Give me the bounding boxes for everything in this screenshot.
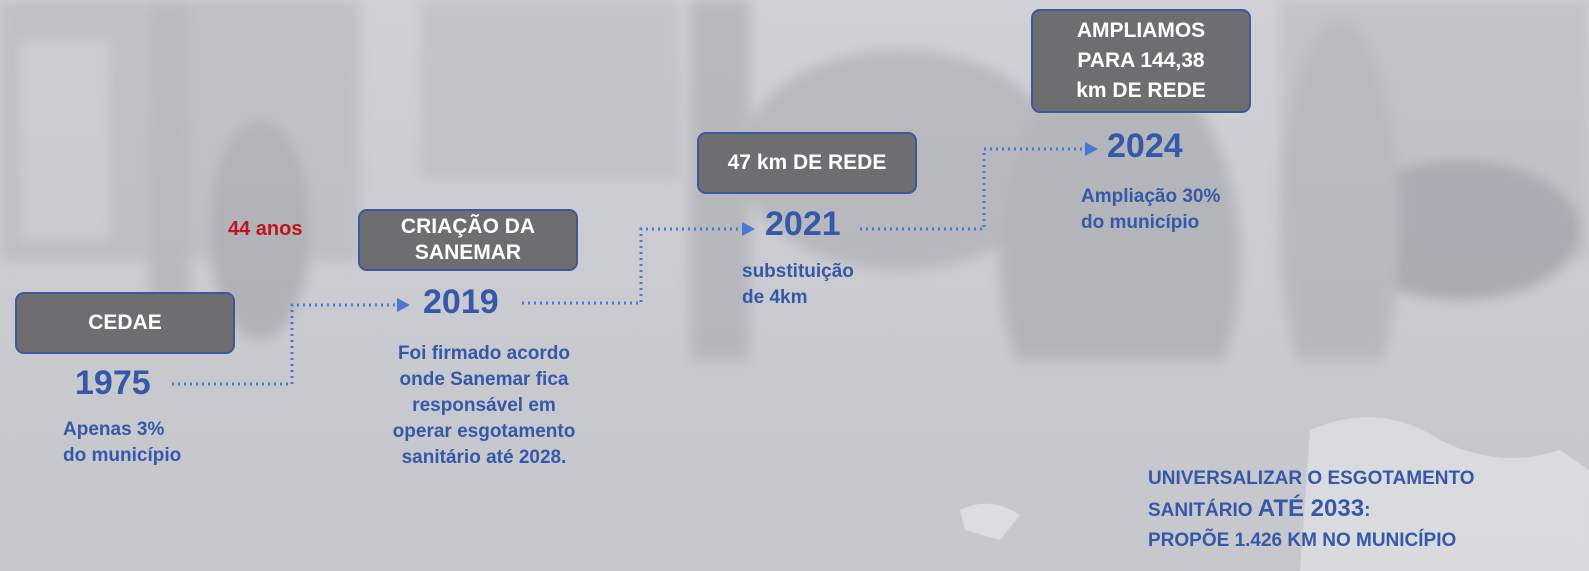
milestone-box-47km: 47 km DE REDE (697, 132, 917, 194)
milestone-box-label: AMPLIAMOS PARA 144,38 km DE REDE (1076, 19, 1206, 102)
milestone-note-1975: Apenas 3% do município (63, 419, 182, 466)
goal-line-2-prefix: SANITÁRIO (1148, 500, 1258, 521)
connector-2019-2021 (522, 227, 742, 305)
milestone-box-label: CRIAÇÃO DA SANEMAR (400, 215, 536, 264)
milestone-box-label: 47 km DE REDE (727, 151, 887, 174)
milestone-year-1975: 1975 (75, 364, 151, 402)
connector-2021-2024 (860, 147, 1085, 231)
goal-line-1: UNIVERSALIZAR O ESGOTAMENTO (1148, 468, 1475, 489)
milestone-note-2021: substituição de 4km (742, 261, 854, 308)
milestone-note-2019: Foi firmado acordo onde Sanemar fica res… (392, 343, 576, 468)
arrowhead-2019 (397, 298, 410, 312)
goal-line-2: SANITÁRIO ATÉ 2033: (1148, 494, 1589, 526)
milestone-year-2021: 2021 (765, 205, 841, 243)
goal-line-2-suffix: : (1364, 500, 1371, 521)
milestone-box-label: CEDAE (88, 311, 162, 334)
gap-label: 44 anos (228, 218, 303, 240)
milestone-box-criacao-sanemar: CRIAÇÃO DA SANEMAR (358, 209, 578, 271)
goal-year: ATÉ 2033 (1257, 495, 1365, 522)
arrowhead-2024 (1085, 142, 1098, 156)
connector-1975-2019 (172, 303, 398, 386)
goal-line-3: PROPÕE 1.426 KM NO MUNICÍPIO (1148, 530, 1457, 551)
goal-statement: UNIVERSALIZAR O ESGOTAMENTO SANITÁRIO AT… (1148, 464, 1589, 556)
milestone-year-2024: 2024 (1107, 127, 1183, 165)
milestone-box-cedae: CEDAE (15, 292, 235, 354)
milestone-note-2024: Ampliação 30% do município (1081, 186, 1221, 233)
arrowhead-2021 (742, 222, 755, 236)
milestone-box-ampliamos: AMPLIAMOS PARA 144,38 km DE REDE (1031, 9, 1251, 113)
milestone-year-2019: 2019 (423, 283, 499, 321)
